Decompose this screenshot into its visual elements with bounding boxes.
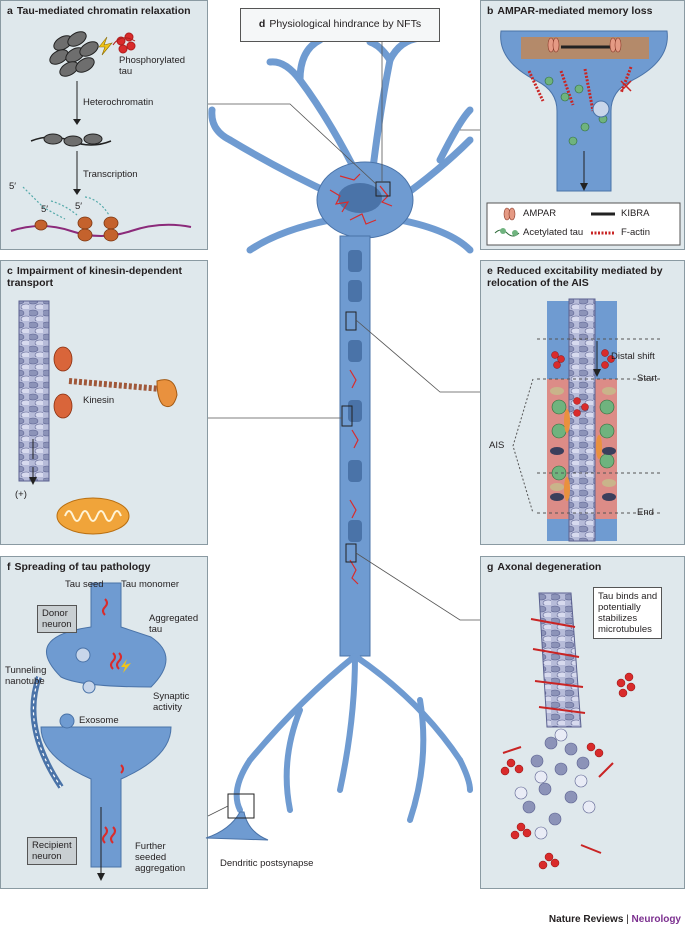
transcription-label: Transcription [83, 169, 138, 180]
synaptic-lightning-icon [121, 659, 131, 673]
mitochondrion-icon [56, 497, 130, 535]
connector-lines [207, 20, 480, 817]
tau-monomer-label: Tau monomer [121, 579, 180, 590]
ais-label: AIS [489, 440, 505, 451]
legend-acetylated-tau: Acetylated tau [523, 227, 584, 238]
lightning-icon [98, 36, 113, 56]
panel-g-letter: g [487, 561, 494, 573]
kinesin-label: Kinesin [83, 395, 115, 406]
panel-c-title-2: transport [7, 277, 54, 289]
panel-e-illustration [512, 298, 661, 542]
credit-journal: Nature Reviews [548, 914, 624, 925]
rna-polymerase [34, 216, 119, 242]
legend-kibra: KIBRA [621, 208, 650, 219]
panel-g-title: Axonal degeneration [497, 561, 602, 573]
exosome-label: Exosome [79, 715, 119, 726]
heterochromatin-label: Heterochromatin [83, 97, 154, 108]
panel-f-illustration [30, 582, 172, 881]
panel-d-letter: d [258, 18, 266, 30]
phospho-tau-label: Phosphorylated tau [119, 55, 186, 77]
donor-neuron-box: Donor neuron [37, 605, 77, 633]
panel-c-letter: c [7, 265, 13, 277]
zoom-box-b [375, 181, 391, 197]
cargo-adaptor [156, 379, 178, 408]
tau-binds-note: Tau binds and potentially stabilizes mic… [593, 587, 663, 639]
journal-credit: Nature Reviews | Neurology [549, 914, 681, 925]
legend-ampar: AMPAR [523, 208, 557, 219]
nft-tangles [329, 173, 393, 225]
panel-e-title-2: relocation of the AIS [487, 277, 589, 289]
five-prime-label-2: 5′ [41, 204, 49, 215]
panel-b-title: AMPAR-mediated memory loss [497, 5, 653, 17]
relaxed-chromatin [30, 133, 112, 147]
credit-separator: | [623, 914, 632, 925]
legend-box-b [486, 202, 681, 246]
distal-shift-label: Distal shift [611, 351, 655, 362]
tunneling-label: Tunneling nanotube [5, 665, 47, 687]
phospho-tau-clusters-g [500, 672, 636, 870]
heterochromatin-cluster [49, 31, 99, 77]
nucleus [338, 183, 382, 213]
five-prime-label-1: 5′ [9, 181, 17, 192]
zoom-box-c [341, 405, 353, 427]
aggregated-tau-label: Aggregated tau [149, 613, 199, 635]
panel-c-title-1: Impairment of kinesin-dependent [16, 265, 182, 277]
exosome-icon [59, 713, 75, 729]
panel-g-illustration [500, 592, 636, 870]
panel-b-letter: b [487, 5, 494, 17]
phospho-tau-icon [112, 32, 136, 54]
start-label: Start [637, 373, 658, 384]
five-prime-label-3: 5′ [75, 201, 83, 212]
tau-seed-label: Tau seed [65, 579, 104, 590]
panel-e-title-1: Reduced excitability mediated by [496, 265, 663, 277]
recipient-spine [40, 726, 172, 868]
legend-f-actin: F-actin [621, 227, 651, 238]
axon-terminals [233, 653, 473, 823]
panel-a-illustration [10, 31, 192, 242]
kinesin-motor [53, 346, 73, 419]
recipient-neuron-box: Recipient neuron [27, 837, 77, 865]
synaptic-activity-label: Synaptic activity [153, 691, 190, 713]
further-seeded-label: Further seeded aggregation [135, 841, 186, 874]
panel-a-title: Tau-mediated chromatin relaxation [16, 5, 191, 17]
panel-f-title: Spreading of tau pathology [14, 561, 151, 573]
end-label: End [637, 507, 654, 518]
credit-section: Neurology [631, 914, 681, 925]
panel-a-letter: a [7, 5, 13, 17]
endosome-icon [592, 100, 610, 118]
panel-d-title: Physiological hindrance by NFTs [269, 18, 422, 30]
plus-end-label: (+) [15, 489, 27, 500]
microtubule-c [18, 300, 50, 482]
zoom-box-e [345, 311, 357, 331]
dendritic-postsynapse [205, 811, 269, 841]
panel-f-letter: f [7, 561, 11, 573]
dendritic-spine-b [500, 30, 668, 192]
panel-b-illustration [486, 30, 681, 246]
panel-c-illustration [18, 300, 178, 535]
panel-e-letter: e [487, 265, 493, 277]
dendritic-postsynapse-label: Dendritic postsynapse [220, 858, 314, 869]
